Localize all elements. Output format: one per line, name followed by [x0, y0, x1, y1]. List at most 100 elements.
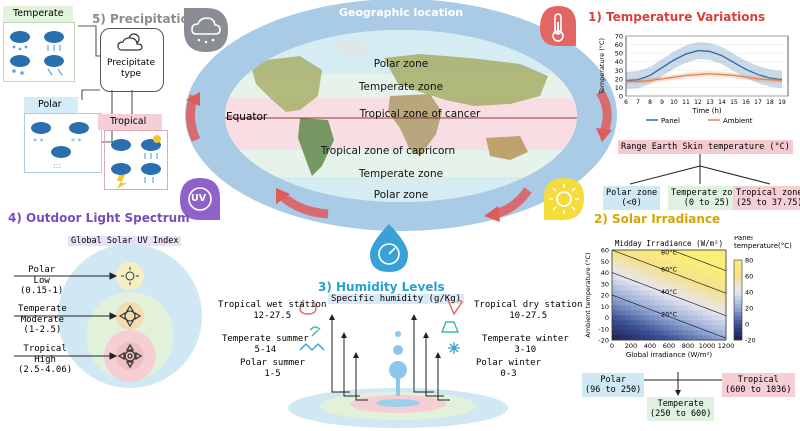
waves-icon: [299, 343, 325, 351]
heatmap-cell: [697, 295, 703, 301]
zone-tropic-capricorn: Tropical zone of capricorn: [320, 145, 456, 157]
heatmap-cell: [664, 260, 670, 266]
zone-temperate-south: Temperate zone: [358, 168, 444, 180]
heatmap-cell: [621, 260, 627, 266]
heatmap-cell: [711, 270, 717, 276]
heatmap-cell: [673, 305, 679, 311]
heatmap-cell: [716, 280, 722, 286]
x-tick-label: 0: [610, 342, 614, 350]
heatmap-cell: [621, 290, 627, 296]
heatmap-cell: [692, 255, 698, 261]
heatmap-cell: [702, 255, 708, 261]
heatmap-cell: [640, 250, 646, 256]
heatmap-cell: [626, 270, 632, 276]
heatmap-cell: [697, 330, 703, 336]
heatmap-cell: [711, 250, 717, 256]
heatmap-cell: [654, 315, 660, 321]
heatmap-cell: [716, 265, 722, 271]
heatmap-cell: [616, 285, 622, 291]
heatmap-cell: [721, 310, 727, 316]
heatmap-cell: [616, 305, 622, 311]
heatmap-cell: [664, 320, 670, 326]
plot-frame: [611, 249, 727, 341]
legend-label: Panel: [661, 117, 680, 125]
south-america: [298, 118, 334, 176]
heatmap-cell: [654, 310, 660, 316]
heatmap-cell: [650, 320, 656, 326]
light-title: 4) Outdoor Light Spectrum: [8, 211, 190, 225]
heatmap-cell: [711, 310, 717, 316]
colorbar-segment: [734, 328, 742, 333]
heatmap-cell: [626, 315, 632, 321]
heatmap-cell: [631, 295, 637, 301]
heatmap-cell: [626, 305, 632, 311]
heatmap-cell: [678, 305, 684, 311]
y-tick-label: 0: [605, 314, 609, 322]
heatmap-cell: [645, 320, 651, 326]
heatmap-cell: [664, 270, 670, 276]
heatmap-cell: [716, 320, 722, 326]
heatmap-cell: [664, 310, 670, 316]
humidity-title: 3) Humidity Levels: [318, 280, 445, 294]
heatmap-cell: [721, 255, 727, 261]
precip-temperate-label: Temperate: [13, 8, 64, 19]
heatmap-cell: [702, 310, 708, 316]
heatmap-cell: [678, 310, 684, 316]
arrow-head: [484, 206, 500, 222]
heatmap-cell: [635, 300, 641, 306]
africa: [388, 94, 442, 156]
heatmap-cell: [631, 330, 637, 336]
heatmap-cell: [669, 295, 675, 301]
heatmap-cell: [612, 265, 618, 271]
heatmap-cell: [702, 300, 708, 306]
heatmap-cell: [626, 280, 632, 286]
heatmap-cell: [645, 330, 651, 336]
heatmap-cell: [673, 300, 679, 306]
legend-label: Ambient: [723, 117, 753, 125]
heatmap-cell: [707, 250, 713, 256]
heatmap-cell: [635, 295, 641, 301]
heatmap-cell: [697, 315, 703, 321]
heatmap-cell: [711, 290, 717, 296]
heatmap-cell: [664, 315, 670, 321]
contour-line: [611, 294, 727, 339]
heatmap-cell: [707, 285, 713, 291]
heatmap-cell: [640, 275, 646, 281]
heatmap-cell: [612, 330, 618, 336]
heatmap-cell: [702, 290, 708, 296]
heatmap-cell: [688, 315, 694, 321]
heatmap-cell: [654, 255, 660, 261]
series-band: [626, 71, 782, 84]
heatmap-cell: [697, 310, 703, 316]
heatmap-cell: [716, 315, 722, 321]
colorbar-segment: [734, 324, 742, 329]
heatmap-cell: [635, 320, 641, 326]
range-label: Range Earth Skin temperature (°C): [618, 140, 793, 154]
light-subtitle: Global Solar UV Index: [68, 236, 182, 246]
heatmap-cell: [688, 270, 694, 276]
heatmap-cell: [683, 335, 689, 341]
heatmap-cell: [640, 320, 646, 326]
y-tick-label: 40: [601, 269, 609, 277]
hum-tropical-dry: Tropical dry station 10-27.5: [474, 300, 583, 321]
heatmap-cell: [612, 320, 618, 326]
heatmap-cell: [631, 265, 637, 271]
uv-temperate: Temperate Moderate (1-2.5): [18, 304, 67, 335]
heatmap-cell: [678, 285, 684, 291]
colorbar-tick-label: 0: [745, 321, 749, 329]
heatmap-cell: [659, 285, 665, 291]
contour-line: [611, 249, 727, 294]
heatmap-cell: [697, 255, 703, 261]
colorbar-segment: [734, 292, 742, 297]
heatmap-cell: [631, 315, 637, 321]
heatmap-cell: [640, 300, 646, 306]
heatmap-cell: [631, 305, 637, 311]
heatmap-cell: [621, 320, 627, 326]
y-tick-label: 30: [615, 67, 623, 75]
heatmap-cell: [612, 315, 618, 321]
heatmap-cell: [697, 280, 703, 286]
y-tick-label: 30: [601, 280, 609, 288]
zone-tropic-cancer: Tropical zone of cancer: [359, 108, 481, 120]
